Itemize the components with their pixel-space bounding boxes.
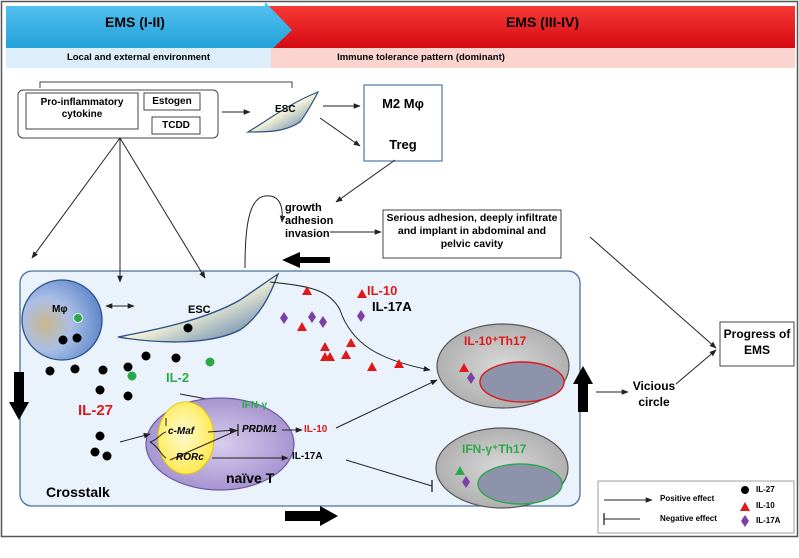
ifng-label: IFN-γ <box>242 400 267 411</box>
proinflammatory-label: Pro-inflammatory cytokine <box>40 97 124 120</box>
late-sub-bar <box>271 48 795 68</box>
growth-label: growth adhesion invasion <box>285 202 334 240</box>
block-arrow-left <box>282 252 330 268</box>
estogen-label: Estogen <box>152 96 192 107</box>
ems-early-title: EMS (I-II) <box>105 14 165 30</box>
prdm1-label: PRDM1 <box>242 424 278 435</box>
th17-il10-label: IL-10⁺Th17 <box>464 334 527 348</box>
early-subtitle: Local and external environment <box>66 52 211 63</box>
legend-il17a-label: IL-17A <box>756 516 781 525</box>
naive-t-label: naïve T <box>226 470 275 486</box>
estogen-box <box>143 92 201 111</box>
macrophage-cell <box>21 279 103 361</box>
progress-label: Progress of EMS <box>723 327 791 357</box>
crosstalk-label: Crosstalk <box>46 484 110 500</box>
ems-late-bar <box>265 6 795 48</box>
early-sub-bar <box>6 48 271 68</box>
late-subtitle: Immune tolerance pattern (dominant) <box>337 52 505 63</box>
outer-frame <box>0 0 799 538</box>
esc-cell-main <box>117 272 280 343</box>
ems-late-title: EMS (III-IV) <box>505 14 580 30</box>
il2-label: IL-2 <box>166 370 190 385</box>
tcdd-box <box>151 116 201 135</box>
legend-box <box>597 480 795 534</box>
tcdd-label: TCDD <box>162 120 190 131</box>
esc-cell-top <box>245 90 320 133</box>
block-arrow-up <box>573 366 593 412</box>
cmaf-label: c-Maf <box>168 426 195 437</box>
nucleus-yellow <box>157 401 215 475</box>
il17a-big-label: IL-17A <box>372 299 412 314</box>
esc-label-top: ESC <box>275 104 296 115</box>
legend-positive-label: Positive effect <box>660 494 715 503</box>
macrophage-label: Mφ <box>52 304 68 315</box>
proinflammatory-box <box>25 92 139 130</box>
serious-box <box>382 209 562 259</box>
rorc-label: RORc <box>176 452 204 463</box>
progress-box <box>719 321 795 367</box>
il27-label: IL-27 <box>78 402 114 419</box>
ems-arrow-head <box>265 2 292 56</box>
legend-il27-label: IL-27 <box>756 485 775 494</box>
legend-il10-label: IL-10 <box>756 501 775 510</box>
ems-early-arrow <box>6 2 292 56</box>
legend-negative-label: Negative effect <box>660 514 717 523</box>
block-arrow-down <box>9 372 29 420</box>
block-arrow-right <box>285 506 338 526</box>
vicious-label: Vicious circle <box>632 379 676 409</box>
serious-label: Serious adhesion, deeply infiltrate and … <box>386 212 558 250</box>
esc-label-main: ESC <box>188 304 211 316</box>
il17a-small-label: IL-17A <box>292 451 323 462</box>
m2-treg-box <box>363 84 443 162</box>
il10-small-label: IL-10 <box>304 424 328 435</box>
m2-label: M2 Mφ <box>382 96 424 111</box>
il10-big-label: IL-10 <box>367 283 398 298</box>
treg-label: Treg <box>389 137 417 152</box>
th17-ifng-label: IFN-γ⁺Th17 <box>462 442 527 456</box>
